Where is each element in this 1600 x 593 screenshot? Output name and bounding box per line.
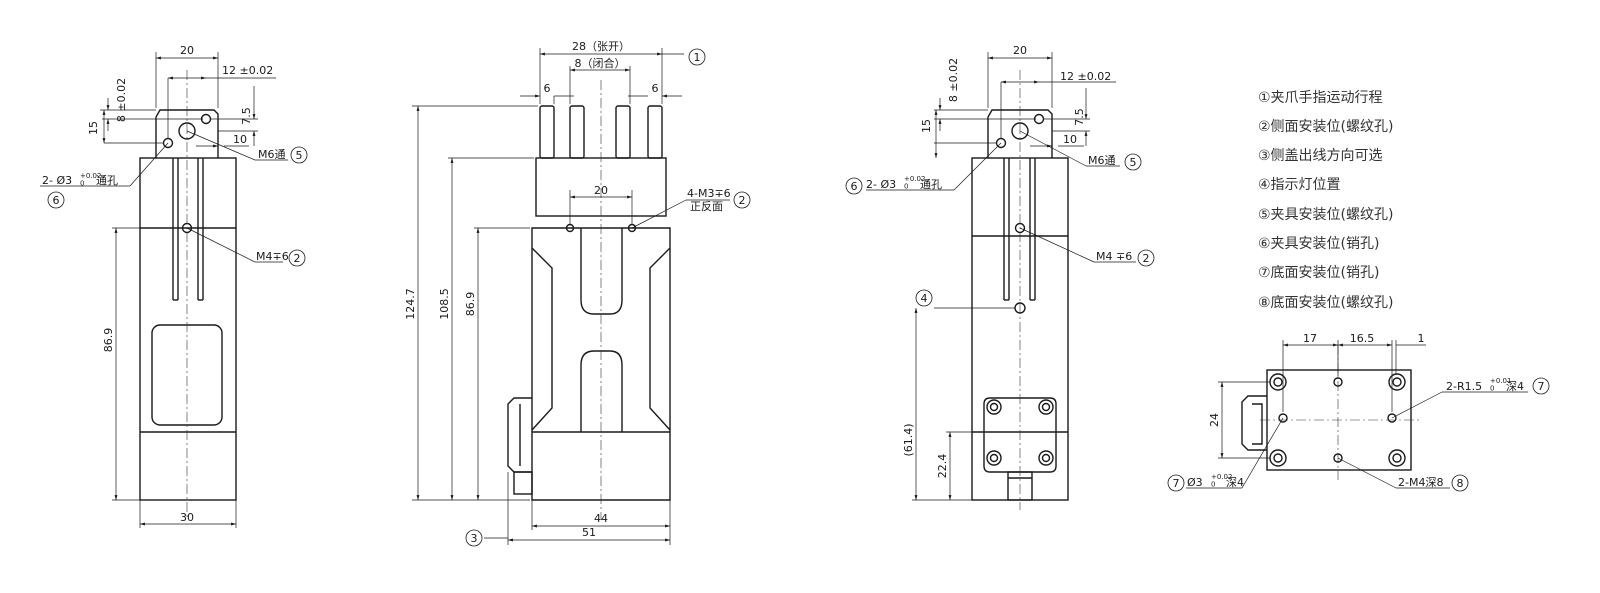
legend-item-7: ⑦底面安装位(销孔) bbox=[1258, 265, 1379, 281]
side-label-m3-faces: 正反面 bbox=[690, 200, 723, 213]
bottom-dim-1: 1 bbox=[1418, 332, 1425, 345]
front-dim-15: 15 bbox=[87, 121, 100, 135]
front-dim-8: 8 ±0.02 bbox=[115, 78, 128, 122]
back-label-m6: M6通 bbox=[1088, 154, 1116, 167]
front-label-m4: M4∓6 bbox=[256, 250, 289, 263]
back-dim-12: 12 ±0.02 bbox=[1060, 70, 1111, 83]
legend-item-6: ⑥夹具安装位(销孔) bbox=[1258, 236, 1379, 252]
bottom-label-r15-depth: 深4 bbox=[1506, 380, 1524, 393]
back-pin-through: 通孔 bbox=[920, 178, 942, 191]
side-callout-3: 3 bbox=[471, 532, 478, 545]
legend-item-5: ⑤夹具安装位(螺纹孔) bbox=[1258, 207, 1393, 223]
back-callout-6: 6 bbox=[851, 180, 858, 193]
bottom-label-m4: 2-M4深8 bbox=[1398, 476, 1443, 489]
back-pin-label: 2- Ø3 bbox=[866, 178, 896, 191]
side-dim-108-5: 108.5 bbox=[438, 288, 451, 320]
front-dim-86-9: 86.9 bbox=[102, 328, 115, 353]
bottom-dim-17: 17 bbox=[1303, 332, 1317, 345]
legend-item-4: ④指示灯位置 bbox=[1258, 177, 1341, 193]
back-callout-2: 2 bbox=[1143, 252, 1150, 265]
legend-item-2: ②侧面安装位(螺纹孔) bbox=[1258, 119, 1393, 135]
back-dim-10: 10 bbox=[1063, 133, 1077, 146]
side-dim-51: 51 bbox=[582, 526, 596, 539]
side-dim-6a: 6 bbox=[544, 82, 551, 95]
front-dim-7-5: 7.5 bbox=[240, 107, 253, 125]
m3-hole-left bbox=[565, 223, 575, 233]
legend-item-3: ③侧盖出线方向可选 bbox=[1258, 148, 1383, 164]
back-dim-20: 20 bbox=[1013, 44, 1027, 57]
back-label-m4: M4 ∓6 bbox=[1096, 250, 1132, 263]
back-dim-7-5: 7.5 bbox=[1073, 108, 1086, 126]
bottom-callout-7b: 7 bbox=[1173, 477, 1180, 490]
front-callout-2: 2 bbox=[294, 252, 301, 265]
side-dim-6b: 6 bbox=[652, 82, 659, 95]
back-dim-22-4: 22.4 bbox=[936, 454, 949, 479]
front-label-m6: M6通 bbox=[258, 148, 286, 161]
bottom-callout-7a: 7 bbox=[1538, 380, 1545, 393]
back-dim-15: 15 bbox=[920, 119, 933, 133]
back-dim-61-4: (61.4) bbox=[902, 423, 915, 456]
legend-item-1: ①夹爪手指运动行程 bbox=[1258, 90, 1383, 106]
front-dim-20: 20 bbox=[180, 44, 194, 57]
bottom-label-phi3: Ø3 bbox=[1187, 476, 1203, 489]
bottom-label-phi3-depth: 深4 bbox=[1226, 476, 1244, 489]
back-callout-5: 5 bbox=[1130, 156, 1137, 169]
side-dim-28: 28（张开） bbox=[572, 40, 630, 53]
legend-item-8: ⑧底面安装位(螺纹孔) bbox=[1258, 295, 1393, 311]
side-callout-1: 1 bbox=[694, 51, 701, 64]
bottom-slot-hole bbox=[1387, 413, 1397, 423]
side-callout-2: 2 bbox=[739, 194, 746, 207]
bottom-dim-24: 24 bbox=[1208, 413, 1221, 427]
side-dim-86-9: 86.9 bbox=[464, 292, 477, 317]
front-callout-5: 5 bbox=[296, 149, 303, 162]
bottom-label-r15: 2-R1.5 bbox=[1446, 380, 1482, 393]
m3-hole-right bbox=[627, 223, 637, 233]
front-dim-12: 12 ±0.02 bbox=[222, 64, 273, 77]
side-dim-124-7: 124.7 bbox=[404, 288, 417, 320]
side-dim-8: 8（闭合） bbox=[575, 56, 626, 70]
front-dim-30: 30 bbox=[180, 511, 194, 524]
bottom-dim-16-5: 16.5 bbox=[1350, 332, 1375, 345]
side-view: 28（张开） 1 8（闭合） 6 6 20 4-M3∓6 正反面 2 124.7… bbox=[404, 40, 751, 547]
front-callout-6: 6 bbox=[53, 194, 60, 207]
front-dim-10: 10 bbox=[233, 133, 247, 146]
side-dim-20: 20 bbox=[594, 184, 608, 197]
side-label-m3: 4-M3∓6 bbox=[687, 187, 731, 200]
bottom-pin-hole bbox=[1278, 413, 1288, 423]
back-dim-8: 8 ±0.02 bbox=[947, 58, 960, 102]
side-dim-44: 44 bbox=[594, 512, 608, 525]
front-pin-through: 通孔 bbox=[96, 174, 118, 187]
back-callout-4: 4 bbox=[921, 292, 928, 305]
front-pin-label: 2- Ø3 bbox=[42, 174, 72, 187]
back-view: 20 12 ±0.02 8 ±0.02 15 7.5 10 M6通 5 M4 ∓… bbox=[845, 44, 1155, 510]
bottom-callout-8: 8 bbox=[1457, 477, 1464, 490]
front-view: 20 12 ±0.02 8 ±0.02 15 7.5 10 M6通 5 M4∓6… bbox=[40, 44, 308, 528]
legend: ①夹爪手指运动行程 ②侧面安装位(螺纹孔) ③侧盖出线方向可选 ④指示灯位置 ⑤… bbox=[1258, 90, 1393, 311]
